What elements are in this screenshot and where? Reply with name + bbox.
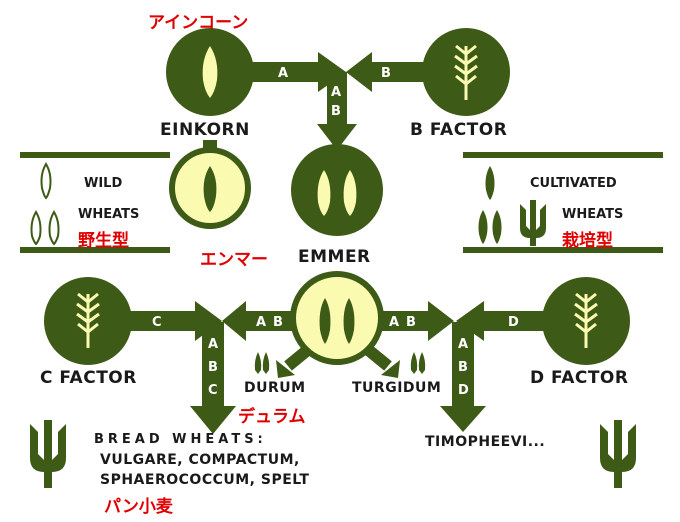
b-factor-node [422, 28, 510, 116]
durum-jp-label: デュラム [238, 407, 306, 427]
cultivated-wheats-frame [463, 152, 663, 253]
emmer-label: EMMER [298, 247, 371, 267]
svg-text:B: B [381, 66, 391, 81]
wild-wheats-label: WHEATS [78, 207, 140, 222]
bread-wheats-line2: VULGARE, COMPACTUM, [100, 452, 300, 468]
d-factor-node [542, 277, 630, 365]
c-factor-node [44, 277, 132, 365]
svg-text:B: B [273, 315, 283, 330]
wild-einkorn-node [169, 147, 251, 229]
b-factor-label: B FACTOR [410, 120, 508, 140]
einkorn-node [166, 28, 254, 116]
wild-emmer-node [290, 271, 384, 365]
durum-icon [254, 352, 270, 374]
wheat-spike-icon [343, 298, 355, 344]
svg-text:A: A [458, 337, 468, 352]
wheat-ear-icon [454, 44, 478, 100]
durum-label: DURUM [244, 380, 306, 396]
cultivated-label: CULTIVATED [530, 176, 617, 191]
arrow-ab-down: A B [317, 72, 357, 150]
arrow-b: B [346, 52, 430, 92]
timopheevi-label: TIMOPHEEVI... [425, 434, 546, 450]
wheat-spike-icon [202, 46, 218, 98]
svg-text:B: B [208, 360, 218, 375]
bread-wheats-line3: SPHAEROCOCCUM, SPELT [100, 472, 310, 488]
cultivated-wheat-icon [478, 166, 546, 246]
svg-text:D: D [458, 383, 469, 398]
turgidum-label: TURGIDUM [352, 380, 442, 396]
wheat-spike-icon [317, 170, 331, 216]
d-factor-label: D FACTOR [530, 368, 629, 388]
einkorn-label: EINKORN [160, 120, 250, 140]
wheat-ear-icon [76, 292, 100, 348]
wild-wheat-outline-icon [30, 162, 60, 246]
emmer-node [291, 144, 383, 236]
svg-text:B: B [458, 360, 468, 375]
svg-text:D: D [508, 315, 519, 330]
wild-jp-label: 野生型 [78, 231, 129, 251]
cultivated-jp-label: 栽培型 [562, 231, 613, 251]
wild-wheats-frame [20, 152, 170, 253]
emmer-jp-label: エンマー [200, 250, 268, 270]
arrow-abd-down: A B D [440, 322, 486, 432]
turgidum-icon [410, 352, 426, 374]
svg-text:A: A [389, 315, 399, 330]
wheat-ear-icon [574, 292, 598, 348]
svg-text:B: B [331, 104, 341, 119]
arrow-to-turgidum [362, 343, 400, 378]
arrow-ab-right: A B [372, 301, 454, 341]
cultivated-wheats-label: WHEATS [562, 207, 624, 222]
arrow-c: C [120, 301, 222, 341]
arrow-ab-left: A B [222, 301, 302, 341]
wheat-spike-icon [203, 166, 217, 212]
einkorn-jp-label: アインコーン [148, 13, 249, 33]
bread-wheats-heading: BREAD WHEATS: [94, 432, 267, 447]
c-factor-label: C FACTOR [40, 368, 137, 388]
arrow-abc-down: A B C [190, 322, 236, 434]
svg-text:A: A [256, 315, 266, 330]
wheat-spike-icon [343, 170, 357, 216]
timopheevi-wheat-icon [600, 420, 636, 488]
arrow-to-durum [276, 343, 314, 378]
svg-text:A: A [331, 85, 341, 100]
svg-text:A: A [278, 66, 288, 81]
svg-text:C: C [152, 315, 162, 330]
svg-text:A: A [208, 337, 218, 352]
svg-text:B: B [406, 315, 416, 330]
svg-text:C: C [208, 383, 218, 398]
wheat-spike-icon [319, 298, 331, 344]
wild-label: WILD [84, 176, 123, 191]
bread-jp-label: パン小麦 [104, 497, 173, 517]
arrow-d: D [456, 301, 558, 341]
bread-wheat-icon [30, 420, 66, 488]
